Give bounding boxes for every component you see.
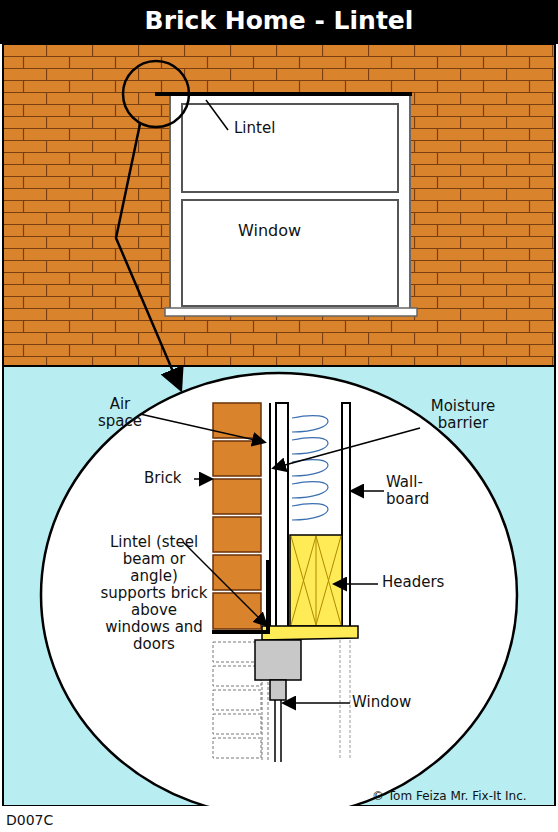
header-grain (291, 536, 341, 625)
title: Brick Home - Lintel (0, 0, 558, 42)
part-label: Air space (92, 396, 148, 430)
detail-ellipse (41, 373, 517, 817)
wall-below (350, 640, 351, 760)
footer-strip (0, 806, 558, 832)
zoom-circle (123, 61, 189, 127)
header (290, 535, 342, 626)
part-label: Window (238, 222, 318, 239)
window-frame (170, 94, 410, 314)
note-label: Lintel (steel beam or angle) supports br… (98, 534, 210, 653)
window-frame-section (255, 640, 301, 680)
zoom-pointer (116, 124, 180, 388)
window-sill (165, 308, 417, 316)
part-label: Wall-board (386, 474, 438, 508)
glass (274, 700, 276, 762)
figure-code: D007C (6, 812, 86, 829)
copyright-note: © Tom Feiza Mr. Fix-It Inc. (372, 788, 548, 805)
lintel-beam (155, 92, 412, 96)
part-label: Brick (144, 470, 194, 487)
title-bar (0, 0, 558, 44)
part-label: Lintel (234, 120, 304, 137)
insulation-lines (292, 416, 328, 520)
header-plate (262, 626, 358, 640)
part-label: Headers (382, 574, 462, 591)
wallboard (342, 403, 350, 627)
glass (280, 700, 282, 762)
window-pane (182, 200, 398, 306)
part-label: Window (352, 694, 432, 711)
brick-wall (3, 44, 555, 366)
wall-below (340, 640, 341, 760)
leader-line (206, 100, 228, 130)
insulation (290, 403, 342, 535)
steel-angle (212, 560, 268, 632)
window-sash (270, 680, 286, 700)
window-pane (182, 104, 398, 192)
part-label: Moisture barrier (418, 398, 508, 432)
sheathing (276, 403, 288, 631)
